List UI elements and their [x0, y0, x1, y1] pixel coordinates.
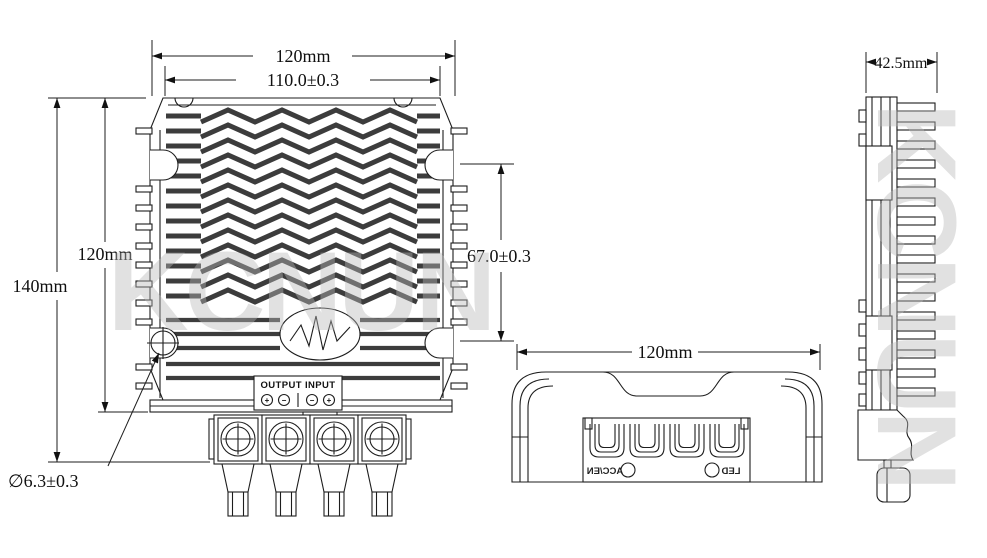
side-lug — [876, 467, 911, 503]
waveform-logo — [279, 307, 361, 361]
dim-front-top-width: 110.0±0.3 — [267, 70, 339, 90]
polarity-input-plus: + — [327, 396, 332, 405]
side-boss-bottom — [865, 315, 893, 371]
dim-side-depth: 42.5mm — [875, 55, 928, 72]
acc-en-hole — [620, 462, 636, 478]
bottom-view: ACC/EN LED 120mm — [511, 342, 823, 483]
dim-front-overall-width: 120mm — [275, 46, 330, 66]
screw-terminals — [208, 414, 412, 517]
dim-front-body-height: 120mm — [77, 244, 132, 264]
side-dimension: 42.5mm — [865, 52, 938, 93]
watermark-center: KCNUN — [108, 229, 492, 354]
dim-front-total-height: 140mm — [12, 276, 67, 296]
side-terminal-cover — [857, 409, 914, 461]
polarity-input-minus: − — [310, 396, 315, 405]
side-view: 42.5mm — [857, 52, 938, 503]
top-plate-screws — [174, 97, 413, 108]
dim-bottom-width: 120mm — [637, 342, 692, 362]
front-dimensions: 120mm 110.0±0.3 140mm 120mm 67.0±0.3 ∅6.… — [8, 40, 531, 491]
polarity-output-minus: − — [282, 396, 287, 405]
terminal-label-block: OUTPUT INPUT + − − + — [253, 375, 343, 411]
dim-front-fin-height: 67.0±0.3 — [467, 246, 531, 266]
terminal-label: OUTPUT INPUT — [261, 380, 336, 391]
label-acc-en-mirrored: ACC/EN — [587, 466, 624, 477]
bottom-dimension: 120mm — [516, 342, 821, 370]
polarity-output-plus: + — [265, 396, 270, 405]
label-led-mirrored: LED — [721, 466, 740, 477]
corner-contours — [512, 378, 822, 482]
top-recess — [602, 371, 735, 397]
front-view: OUTPUT INPUT + − − + — [135, 97, 468, 517]
bottom-terminal-strip: ACC/EN LED — [582, 417, 751, 483]
mounting-notches — [147, 149, 453, 359]
led-hole — [704, 462, 720, 478]
watermark-side: KCNUN — [854, 103, 979, 487]
dim-mount-hole: ∅6.3±0.3 — [8, 471, 79, 491]
side-boss-top — [865, 145, 893, 201]
